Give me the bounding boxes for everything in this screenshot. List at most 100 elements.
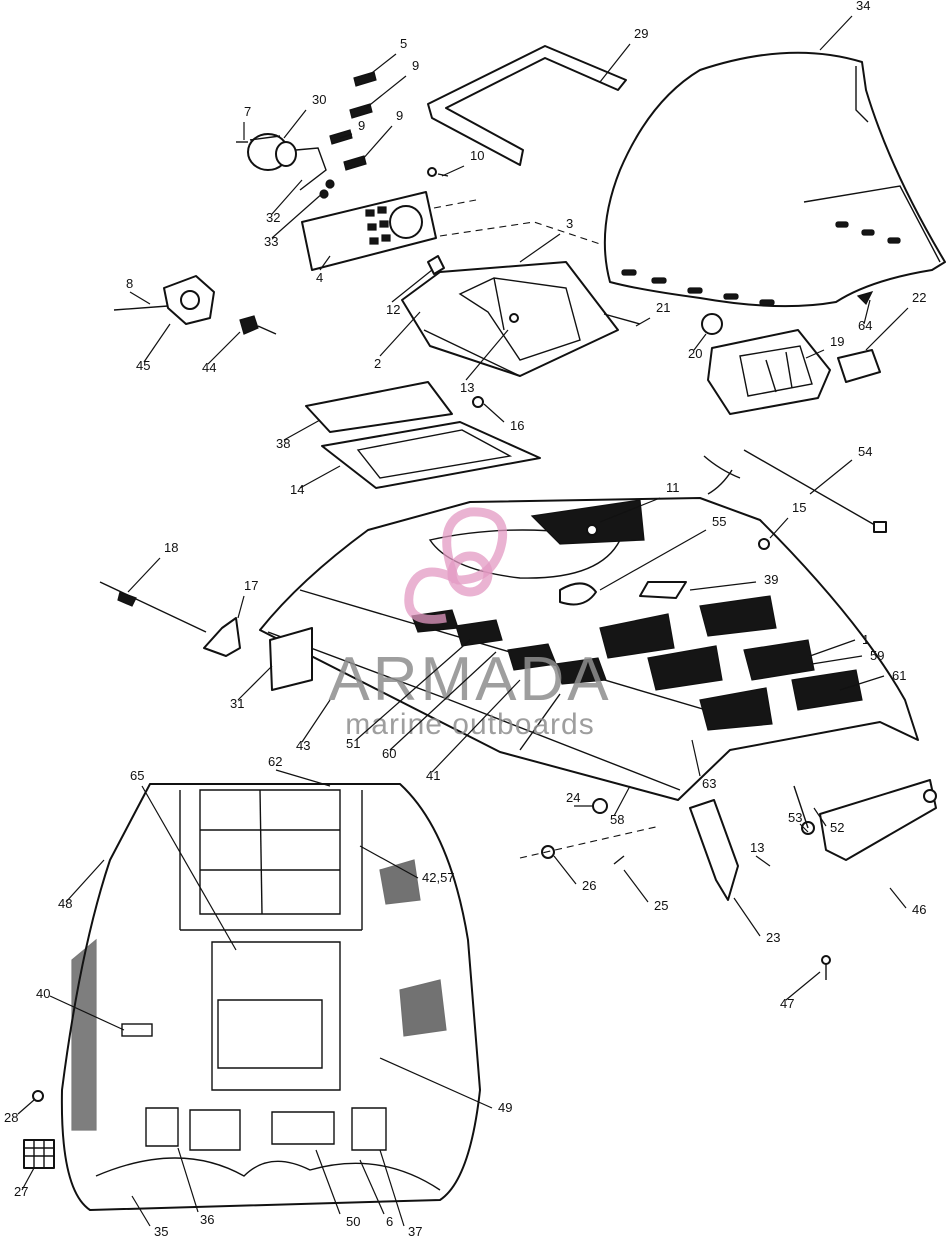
callout-leader-60	[389, 651, 497, 751]
callout-leader-37	[379, 1149, 405, 1227]
hinge-brackets	[519, 779, 937, 901]
callout-label-10: 10	[470, 148, 484, 163]
callout-label-25: 25	[654, 898, 668, 913]
callout-label-20: 20	[688, 346, 702, 361]
callout-label-37: 37	[408, 1224, 422, 1238]
callout-label-31: 31	[230, 696, 244, 711]
watermark: ARMADA marine outboards	[328, 507, 611, 741]
callout-leader-2	[379, 311, 421, 357]
callout-label-52: 52	[830, 820, 844, 835]
callout-label-64: 64	[858, 318, 872, 333]
callout-leader-12	[391, 269, 433, 303]
callout-leader-52	[813, 807, 827, 827]
callout-leader-65	[141, 785, 237, 951]
callout-label-9a: 9	[412, 58, 419, 73]
callout-label-27: 27	[14, 1184, 28, 1199]
callout-label-17: 17	[244, 578, 258, 593]
callout-leader-16	[483, 403, 505, 423]
callout-label-63: 63	[702, 776, 716, 791]
callout-layer: 1234567899910111213131415161718192021222…	[4, 0, 926, 1238]
callout-label-2: 2	[374, 356, 381, 371]
callout-leader-64	[863, 299, 871, 325]
callout-leader-51	[355, 639, 471, 741]
callout-label-29: 29	[634, 26, 648, 41]
callout-label-50: 50	[346, 1214, 360, 1229]
switch-panel	[301, 191, 477, 271]
callout-label-58: 58	[610, 812, 624, 827]
callout-label-11: 11	[666, 480, 680, 495]
callout-leader-46	[889, 887, 907, 909]
callout-leader-62	[275, 769, 331, 787]
windshield	[603, 51, 946, 308]
callout-label-9b: 9	[358, 118, 365, 133]
callout-leader-53	[799, 823, 809, 833]
callout-label-3: 3	[566, 216, 573, 231]
callout-leader-34	[819, 15, 853, 51]
callout-label-36: 36	[200, 1212, 214, 1227]
callout-leader-35	[131, 1195, 151, 1227]
callout-label-47: 47	[780, 996, 794, 1011]
callout-leader-27	[21, 1167, 35, 1191]
callout-leader-44	[207, 331, 241, 365]
callout-leader-32	[271, 179, 303, 215]
hood-vent-louvers	[411, 595, 863, 731]
callout-label-44: 44	[202, 360, 216, 375]
callout-label-60: 60	[382, 746, 396, 761]
callout-leader-5	[367, 53, 397, 77]
callout-leader-21	[635, 317, 651, 327]
callout-label-23: 23	[766, 930, 780, 945]
hood-underside	[60, 783, 481, 1211]
callout-label-59: 59	[870, 648, 884, 663]
callout-leader-10	[441, 165, 465, 177]
callout-leader-9b	[339, 133, 353, 139]
callout-leader-4	[319, 255, 331, 271]
callout-leader-19	[805, 349, 825, 359]
foam-pad-28-27	[23, 1090, 55, 1169]
callout-label-16: 16	[510, 418, 524, 433]
callout-leader-25	[623, 869, 649, 903]
watermark-tagline: marine outboards	[345, 708, 594, 741]
callout-leader-15	[769, 517, 789, 539]
side-bracket	[99, 581, 241, 657]
callout-label-46: 46	[912, 902, 926, 917]
wiring-and-light-bar	[703, 449, 887, 533]
switch-clips	[329, 71, 377, 171]
callout-leader-50	[315, 1149, 341, 1215]
callout-label-42_57: 42,57	[422, 870, 455, 885]
callout-leader-6	[359, 1159, 385, 1215]
callout-leader-28	[17, 1099, 35, 1115]
callout-leader-3	[519, 233, 561, 263]
callout-label-49: 49	[498, 1100, 512, 1115]
callout-leader-31	[237, 665, 273, 701]
callout-label-45: 45	[136, 358, 150, 373]
callout-leader-61	[839, 675, 885, 691]
callout-label-30: 30	[312, 92, 326, 107]
callout-leader-49	[379, 1057, 493, 1109]
callout-leader-33	[271, 191, 325, 239]
callout-leader-63	[691, 739, 701, 777]
callout-label-4: 4	[316, 270, 323, 285]
callout-label-61: 61	[892, 668, 906, 683]
callout-leader-47	[785, 971, 821, 1001]
callout-label-1: 1	[862, 632, 869, 647]
callout-label-35: 35	[154, 1224, 168, 1238]
callout-label-62: 62	[268, 754, 282, 769]
callout-leader-58	[613, 785, 631, 817]
callout-label-55: 55	[712, 514, 726, 529]
key-switch-assembly	[236, 133, 335, 199]
callout-leader-41	[431, 679, 521, 773]
callout-label-5: 5	[400, 36, 407, 51]
watermark-brand: ARMADA	[328, 645, 611, 714]
small-fasteners	[427, 167, 831, 980]
callout-leader-36	[177, 1147, 199, 1213]
callout-leader-1	[809, 639, 856, 657]
callout-label-54: 54	[858, 444, 872, 459]
callout-leader-17	[237, 595, 245, 619]
callout-label-14: 14	[290, 482, 304, 497]
callout-leader-18	[127, 557, 161, 593]
headlight-assembly	[603, 291, 881, 415]
callout-label-38: 38	[276, 436, 290, 451]
callout-leader-20	[693, 333, 707, 351]
callout-leader-42_57	[359, 845, 419, 879]
